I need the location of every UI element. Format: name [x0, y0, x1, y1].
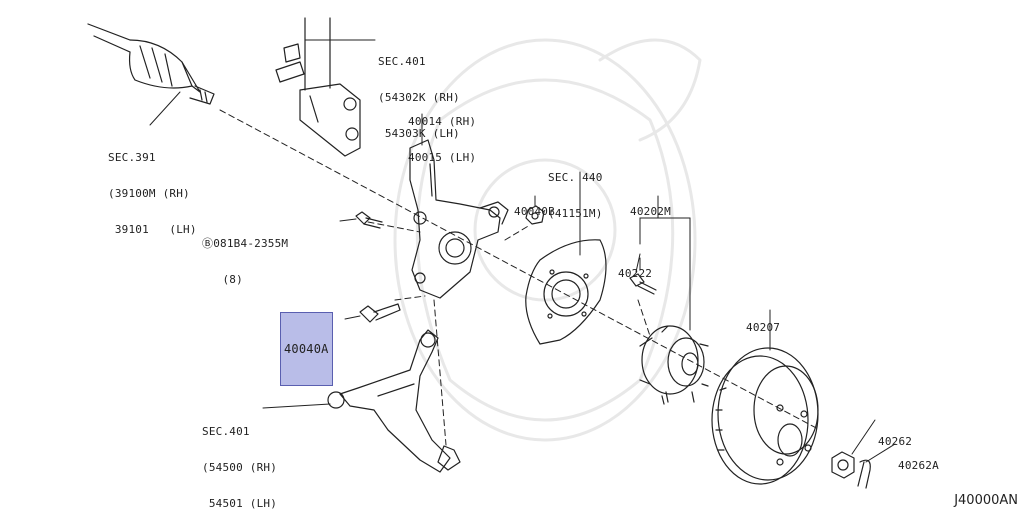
bolt-081b4 — [355, 211, 383, 229]
callout-40040b-line1: 40040B — [514, 205, 555, 218]
callout-sec401-strut-line3: 54303K (LH) — [378, 127, 460, 140]
callout-knuckle: 40014 (RH) 40015 (LH) — [408, 92, 476, 188]
callout-081b4: Ⓑ081B4-2355M (8) — [202, 214, 288, 310]
callout-sec391-line2: (39100M (RH) — [108, 187, 190, 200]
callout-40222: 40222 — [618, 244, 652, 304]
callout-40222-line1: 40222 — [618, 267, 653, 280]
callout-40207: 40207 — [746, 298, 780, 358]
brake-rotor — [711, 347, 819, 485]
callout-40207-line1: 40207 — [746, 321, 781, 334]
callout-40262: 40262 — [878, 412, 912, 472]
callout-knuckle-line1: 40014 (RH) — [408, 115, 477, 128]
callout-sec401-strut: SEC.401 (54302K (RH) 54303K (LH) — [378, 32, 460, 164]
callout-40262-line1: 40262 — [878, 435, 913, 448]
nut-40040b — [525, 205, 545, 225]
callout-sec401-arm-line1: SEC.401 — [202, 425, 250, 438]
axle-nut-40262 — [831, 451, 855, 479]
callout-sec391-line1: SEC.391 — [108, 151, 156, 164]
callout-40262a: 40262A — [898, 436, 939, 496]
callout-40040a-highlighted[interactable]: 40040A — [280, 312, 333, 386]
callout-081b4-line1: Ⓑ081B4-2355M — [202, 237, 289, 250]
callout-40202m-line1: 40202M — [630, 205, 671, 218]
drive-shaft — [87, 23, 215, 105]
lower-arm — [327, 329, 461, 473]
wheel-hub — [639, 325, 709, 405]
callout-sec440: SEC. 440 (41151M) — [548, 148, 603, 244]
callout-sec440-line2: (41151M) — [548, 207, 603, 220]
callout-sec391-line3: 39101 (LH) — [108, 223, 197, 236]
leader-lines — [149, 39, 896, 463]
diagram-code: J40000AN — [954, 493, 1018, 508]
callout-sec401-arm-line3: 54501 (LH) — [202, 497, 278, 510]
cotter-pin-40262a — [857, 459, 871, 489]
callout-40040b: 40040B — [514, 182, 555, 242]
callout-40040a-line1: 40040A — [284, 342, 329, 356]
callout-sec401-arm-line2: (54500 (RH) — [202, 461, 278, 474]
bolt-40040a — [359, 303, 401, 323]
callout-sec401-strut-line2: (54302K (RH) — [378, 91, 460, 104]
callout-sec440-line1: SEC. 440 — [548, 171, 603, 184]
steering-knuckle — [409, 139, 509, 299]
splash-guard — [525, 239, 607, 345]
callout-sec401-strut-line1: SEC.401 — [378, 55, 426, 68]
bolt-40222 — [629, 273, 657, 295]
callout-bracket-40202m — [639, 195, 691, 331]
callout-40262a-line1: 40262A — [898, 459, 939, 472]
callout-sec401-arm: SEC.401 (54500 (RH) 54501 (LH) — [202, 402, 277, 510]
strut-assembly — [275, 17, 361, 157]
callout-081b4-line2: (8) — [202, 273, 243, 286]
assembly-axis-lines — [219, 109, 821, 446]
callout-sec391: SEC.391 (39100M (RH) 39101 (LH) — [108, 128, 197, 260]
callout-knuckle-line2: 40015 (LH) — [408, 151, 477, 164]
callout-40202m: 40202M — [630, 182, 671, 242]
